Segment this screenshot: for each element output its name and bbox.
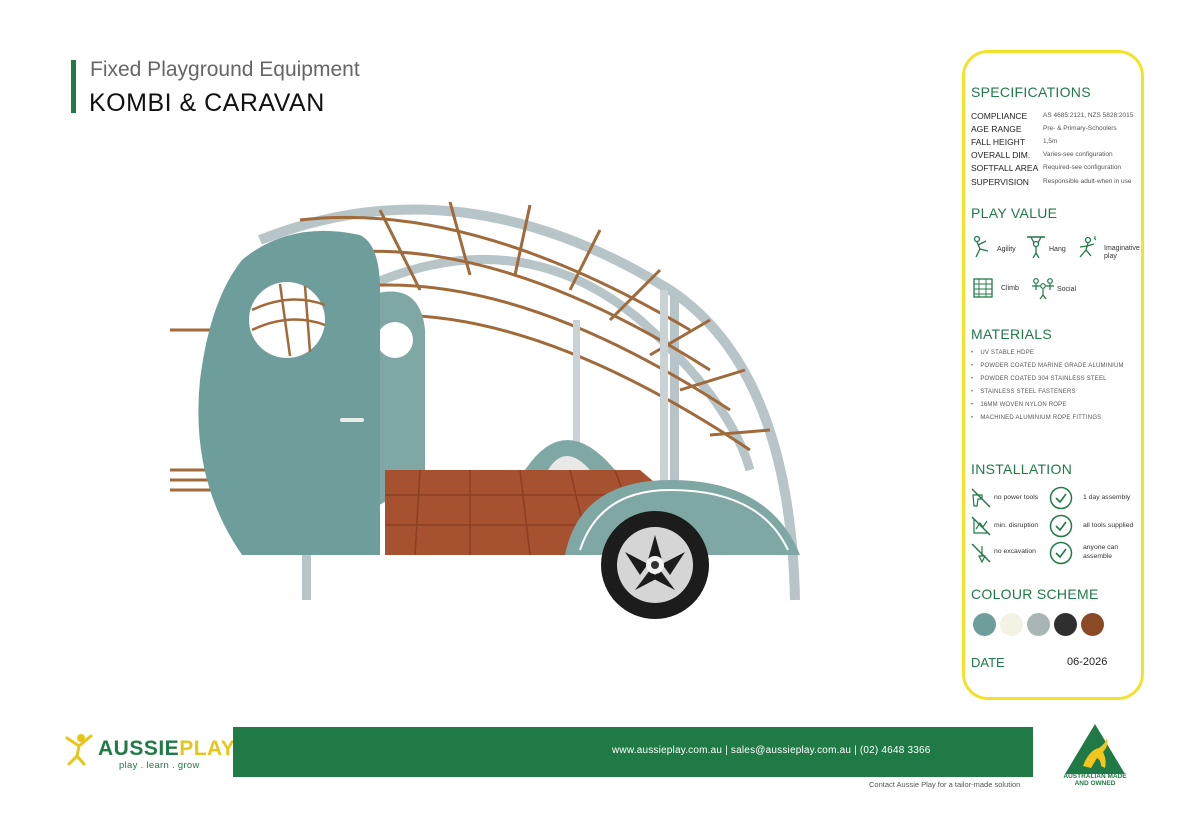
spec-label: SOFTFALL AREA xyxy=(971,163,1039,173)
material-item: 16MM WOVEN NYLON ROPE xyxy=(971,399,1124,412)
logo-tagline: play . learn . grow xyxy=(119,760,200,771)
materials-list: UV STABLE HDPE POWDER COATED MARINE GRAD… xyxy=(971,347,1124,425)
spec-row-compliance: COMPLIANCE AS 4685:2121, NZS 5828:2015 xyxy=(971,111,1146,123)
colour-swatch xyxy=(973,613,996,636)
installation-label: min. disruption xyxy=(994,522,1039,529)
no-excavation-icon xyxy=(971,543,991,564)
spec-row-supervision: SUPERVISION Responsible adult-when in us… xyxy=(971,177,1146,189)
spec-value: AS 4685:2121, NZS 5828:2015 xyxy=(1043,112,1134,119)
colour-swatch xyxy=(1054,613,1077,636)
climb-icon xyxy=(973,278,993,298)
header-accent-bar xyxy=(71,60,76,113)
spec-value: Required-see configuration xyxy=(1043,164,1122,171)
badge-line: AUSTRALIAN MADE xyxy=(1063,773,1127,780)
material-item: MACHINED ALUMINIUM ROPE FITTINGS xyxy=(971,412,1124,425)
spec-value: Pre- & Primary-Schoolers xyxy=(1043,125,1117,132)
checkmark-icon xyxy=(1049,486,1073,510)
spec-value: Varies-see configuration xyxy=(1043,151,1113,158)
footer-note: Contact Aussie Play for a tailor-made so… xyxy=(869,780,1021,789)
colour-swatch xyxy=(1027,613,1050,636)
play-value-label: Hang xyxy=(1049,246,1066,253)
spec-label: AGE RANGE xyxy=(971,124,1022,134)
specifications-heading: SPECIFICATIONS xyxy=(971,84,1091,100)
spec-label: SUPERVISION xyxy=(971,177,1029,187)
imaginative-play-icon xyxy=(1079,236,1097,258)
play-value-label: Climb xyxy=(1001,285,1019,292)
spec-row-age-range: AGE RANGE Pre- & Primary-Schoolers xyxy=(971,124,1146,136)
colour-scheme-heading: COLOUR SCHEME xyxy=(971,586,1099,602)
play-value-label: Social xyxy=(1057,286,1077,293)
social-icon xyxy=(1032,278,1054,300)
kombi-caravan-illustration xyxy=(170,201,800,619)
hang-icon xyxy=(1027,236,1045,259)
material-item: POWDER COATED 304 STAINLESS STEEL xyxy=(971,373,1124,386)
play-value-label: Agility xyxy=(997,246,1016,253)
installation-label: all tools supplied xyxy=(1083,522,1134,529)
play-value-label: Imaginative play xyxy=(1104,245,1140,260)
logo-word-play: PLAY xyxy=(179,737,236,760)
footer-bar xyxy=(233,727,1033,777)
badge-text: AUSTRALIAN MADE AND OWNED xyxy=(1061,773,1129,787)
page-subtitle: Fixed Playground Equipment xyxy=(90,58,360,81)
logo-wordmark: AUSSIEPLAY xyxy=(98,737,235,761)
material-item: STAINLESS STEEL FASTENERS xyxy=(971,386,1124,399)
colour-swatch xyxy=(1000,613,1023,636)
materials-heading: MATERIALS xyxy=(971,326,1053,342)
australian-made-badge xyxy=(1065,724,1125,790)
installation-label: no power tools xyxy=(994,494,1039,501)
spec-value: 1,5m xyxy=(1043,138,1058,145)
material-item: UV STABLE HDPE xyxy=(971,347,1124,360)
installation-label: 1 day assembly xyxy=(1083,494,1131,501)
play-value-heading: PLAY VALUE xyxy=(971,205,1058,221)
installation-label: anyone can assemble xyxy=(1083,544,1119,560)
installation-heading: INSTALLATION xyxy=(971,461,1073,477)
spec-value: Responsible adult-when in use xyxy=(1043,178,1132,185)
no-power-tools-icon xyxy=(971,488,991,508)
min-disruption-icon xyxy=(971,516,991,536)
spec-label: OVERALL DIM. xyxy=(971,150,1031,160)
checkmark-icon xyxy=(1049,514,1073,538)
material-item: POWDER COATED MARINE GRADE ALUMINIUM xyxy=(971,360,1124,373)
spec-row-fall-height: FALL HEIGHT 1,5m xyxy=(971,137,1146,149)
logo-word-aussie: AUSSIE xyxy=(98,737,180,760)
spec-label: COMPLIANCE xyxy=(971,111,1028,121)
spec-label: FALL HEIGHT xyxy=(971,137,1026,147)
colour-swatch xyxy=(1081,613,1104,636)
date-value: 06-2026 xyxy=(1067,656,1108,668)
badge-line: AND OWNED xyxy=(1074,780,1116,787)
page-title: KOMBI & CARAVAN xyxy=(89,89,325,117)
aussieplay-figure-icon xyxy=(65,734,93,766)
checkmark-icon xyxy=(1049,541,1073,565)
spec-row-overall-dim: OVERALL DIM. Varies-see configuration xyxy=(971,150,1146,162)
spec-row-softfall-area: SOFTFALL AREA Required-see configuration xyxy=(971,163,1146,175)
footer-contact: www.aussieplay.com.au | sales@aussieplay… xyxy=(612,745,931,756)
installation-label: no excavation xyxy=(994,548,1036,555)
agility-icon xyxy=(973,235,989,258)
date-label: DATE xyxy=(971,655,1005,670)
